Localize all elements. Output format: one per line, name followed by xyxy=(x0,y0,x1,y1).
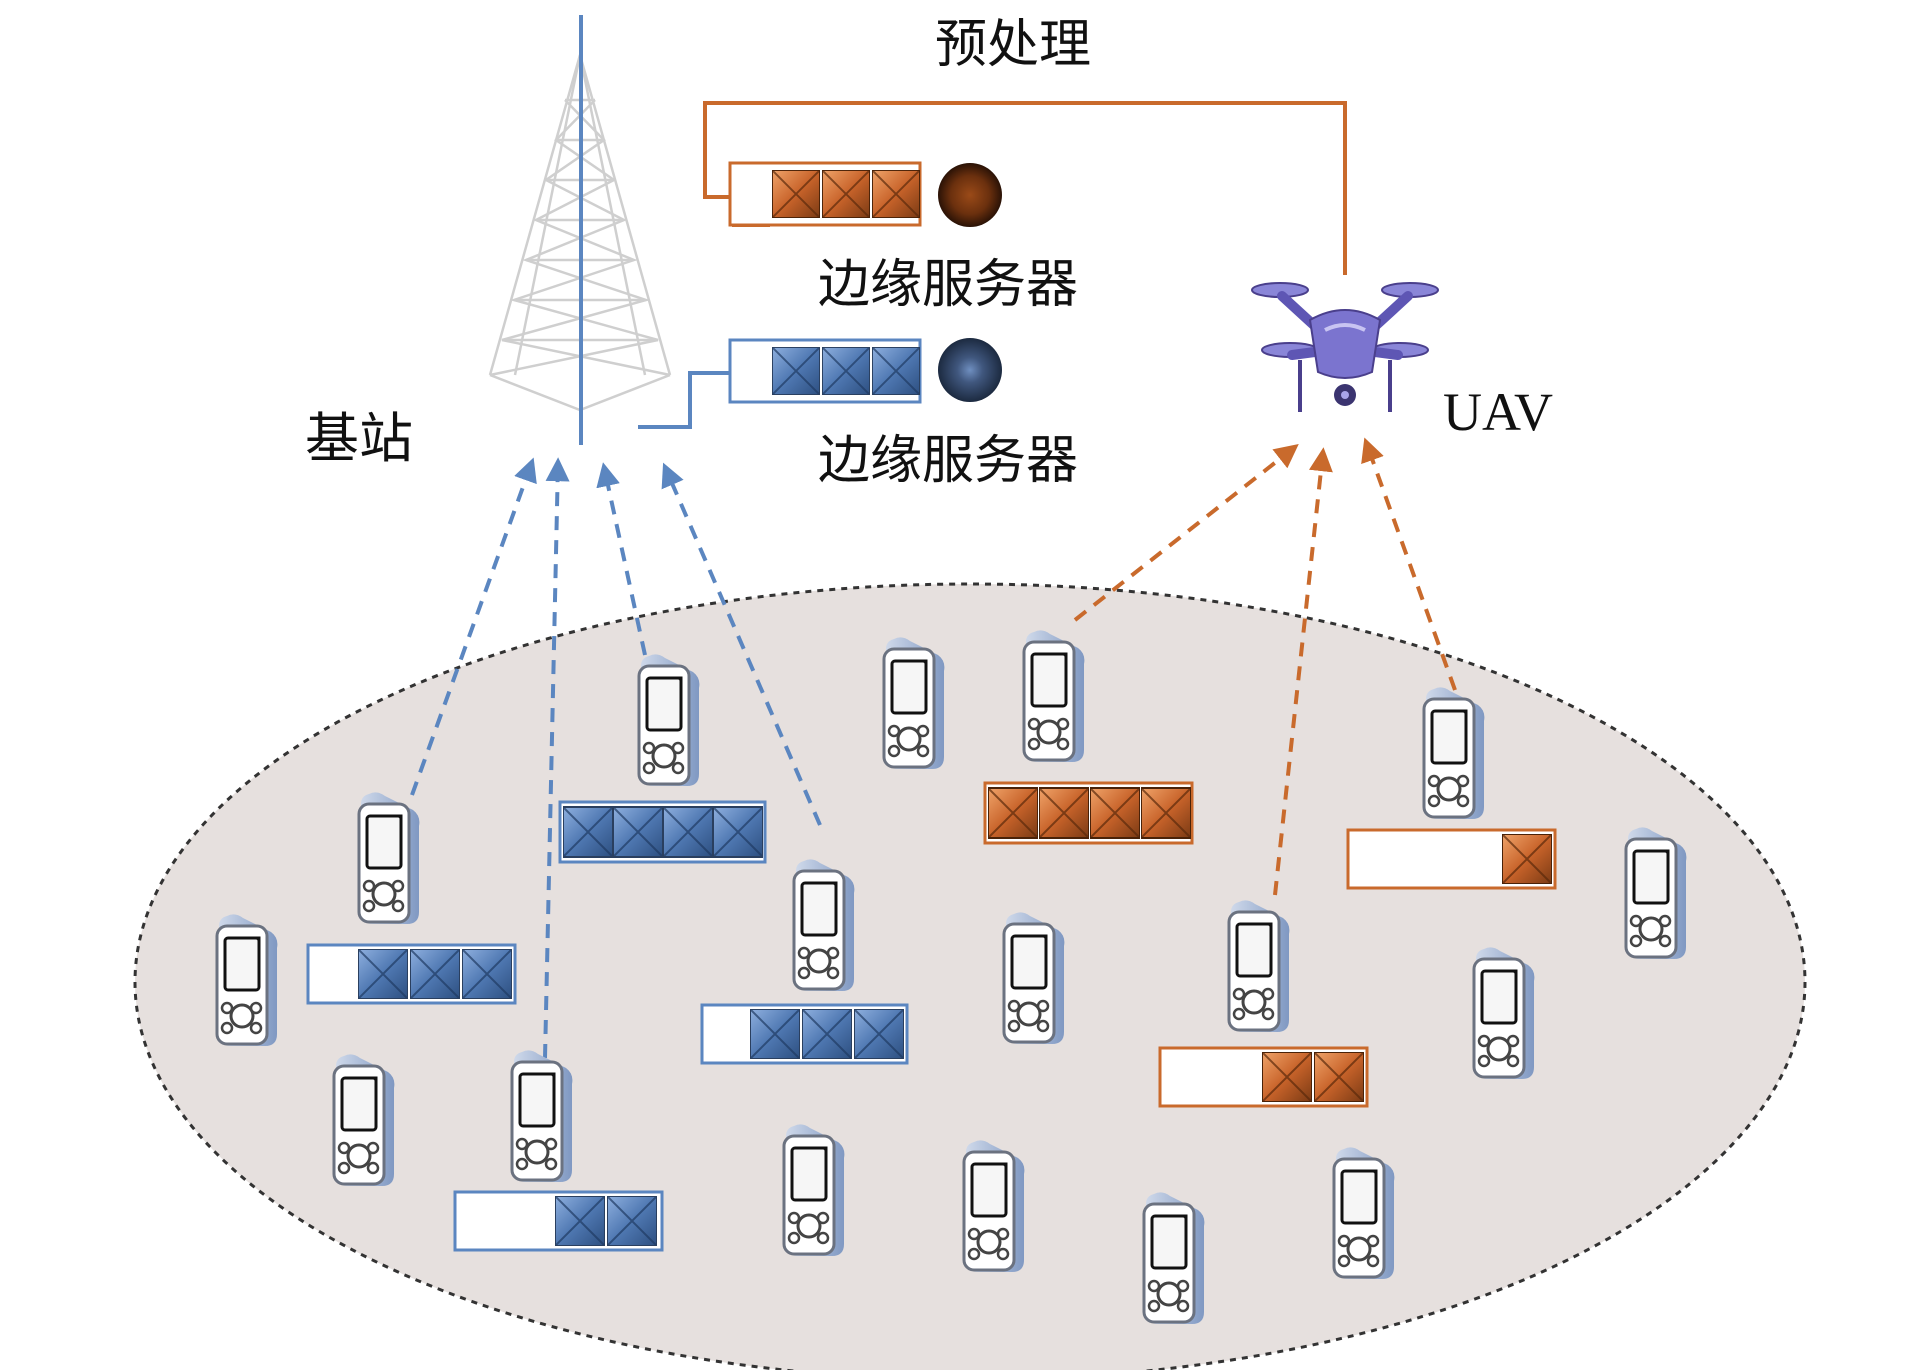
mobile-device-icon xyxy=(1227,898,1291,1034)
mobile-device-icon xyxy=(1002,910,1066,1046)
server-icon xyxy=(938,338,1002,402)
task-queue xyxy=(306,943,517,1005)
mobile-device-icon xyxy=(1624,825,1688,961)
task-queue xyxy=(1158,1046,1369,1108)
preprocessing-label: 预处理 xyxy=(935,15,1091,75)
base-station-to-server-link xyxy=(638,361,757,429)
mobile-device-icon xyxy=(882,635,946,771)
cell-tower-icon xyxy=(488,15,672,445)
mobile-device-icon xyxy=(1332,1145,1396,1281)
mobile-device-icon xyxy=(782,1122,846,1258)
edge-server-queue-bottom xyxy=(728,338,922,404)
uav-label: UAV xyxy=(1443,382,1553,442)
base-station-label: 基站 xyxy=(305,407,413,470)
edge-server-label-top: 边缘服务器 xyxy=(818,255,1078,315)
task-queue xyxy=(558,800,767,864)
mobile-device-icon xyxy=(962,1138,1026,1274)
mobile-device-icon xyxy=(510,1048,574,1184)
task-queue xyxy=(700,1003,909,1065)
mobile-device-icon xyxy=(637,652,701,788)
edge-server-label-bottom: 边缘服务器 xyxy=(818,431,1078,491)
server-icon xyxy=(938,163,1002,227)
task-queue xyxy=(1346,828,1557,890)
mobile-device-icon xyxy=(1142,1190,1206,1326)
task-queue xyxy=(453,1190,664,1252)
mobile-device-icon xyxy=(215,912,279,1048)
edge-server-queue-top xyxy=(728,161,922,227)
mobile-device-icon xyxy=(1422,685,1486,821)
task-queue xyxy=(983,781,1194,845)
mobile-device-icon xyxy=(332,1052,396,1188)
drone-icon xyxy=(1251,282,1439,412)
mobile-device-icon xyxy=(1472,945,1536,1081)
mobile-device-icon xyxy=(792,857,856,993)
offload-links-uav xyxy=(1073,437,1457,896)
offload-links-base-station xyxy=(410,457,822,1059)
mobile-device-icon xyxy=(1022,628,1086,764)
mobile-device-icon xyxy=(357,790,421,926)
